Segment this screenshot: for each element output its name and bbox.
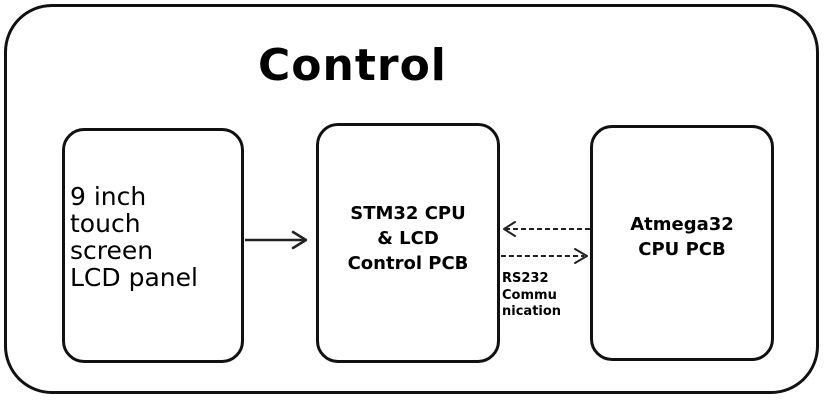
stm32-board-line: & LCD	[377, 227, 439, 249]
atmega-to-stm32-arrow	[503, 221, 590, 237]
rs232-link-line: nication	[502, 304, 562, 320]
stm32-board-box	[316, 123, 500, 363]
lcd-panel-box	[62, 128, 244, 363]
atmega-board-line: CPU PCB	[638, 238, 726, 260]
lcd-panel-line: 9 inch	[70, 182, 147, 211]
lcd-to-stm32-arrow	[245, 230, 308, 250]
rs232-link-line: RS232	[502, 271, 549, 286]
stm32-board-line: Control PCB	[347, 252, 469, 274]
lcd-panel-line: screen	[70, 236, 154, 265]
stm32-to-atmega-arrow	[501, 248, 588, 264]
stm32-board-line: STM32 CPU	[350, 203, 466, 224]
lcd-panel-label: 9 inch touch screen LCD panel	[70, 183, 198, 291]
rs232-link-line: Commu	[502, 287, 557, 303]
lcd-panel-line: touch	[70, 209, 141, 238]
diagram-title: Control	[258, 40, 447, 91]
rs232-link-label: RS232 Commu nication	[502, 271, 561, 321]
atmega-board-line: Atmega32	[630, 214, 734, 235]
atmega-board-label: Atmega32 CPU PCB	[592, 213, 772, 263]
stm32-board-label: STM32 CPU & LCD Control PCB	[318, 202, 498, 276]
lcd-panel-line: LCD panel	[70, 263, 198, 292]
atmega-board-box	[590, 125, 774, 361]
